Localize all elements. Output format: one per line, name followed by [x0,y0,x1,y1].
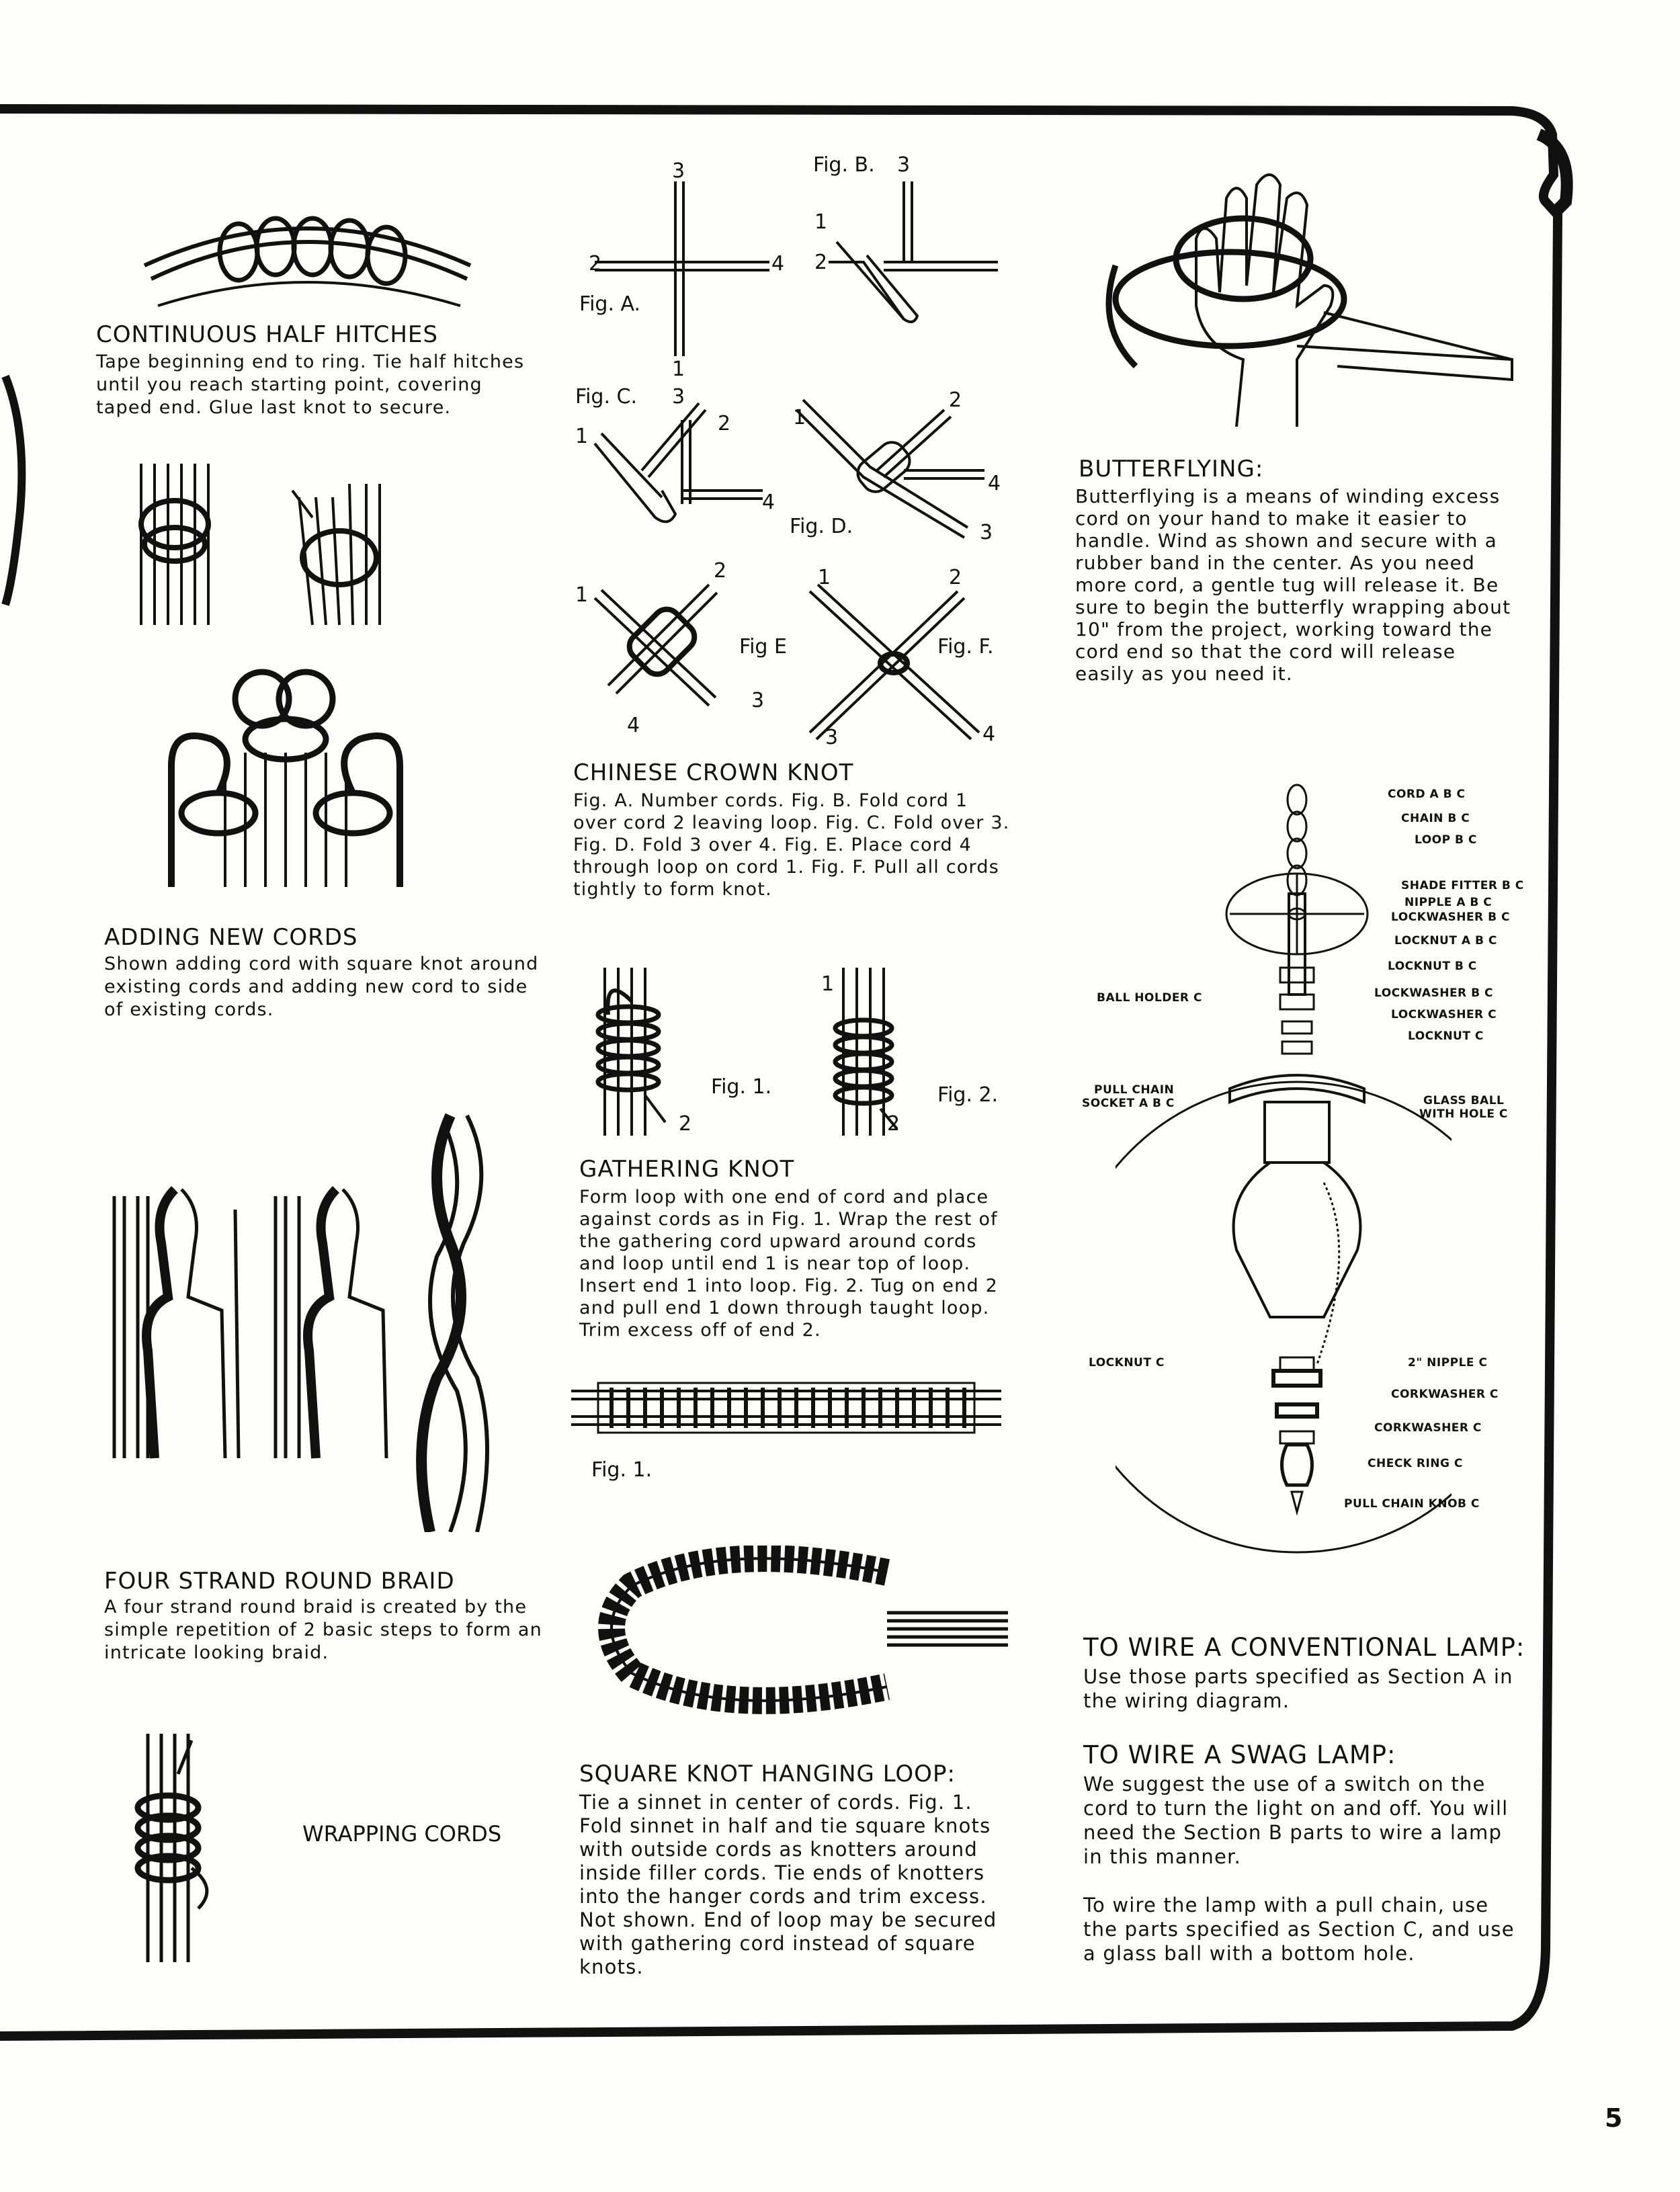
gathering-num-1: 1 [821,972,834,996]
page-number: 5 [1605,2103,1622,2133]
ccknot-b-num-3: 3 [897,153,910,177]
ccknot-e-num-3: 3 [751,689,764,712]
half-hitches-illustration [138,198,477,316]
chinese-crown-knot-illustration [568,155,1025,753]
ccknot-d-num-3: 3 [980,521,993,544]
adding-new-cords-text: Shown adding cord with square knot aroun… [104,953,551,1021]
ccknot-f-num-2: 2 [949,566,962,589]
gathering-fig-2-label: Fig. 2. [937,1083,998,1107]
chinese-crown-knot-text: Fig. A. Number cords. Fig. B. Fold cord … [573,790,1013,900]
wd-ball-holder-label: BALL HOLDER C [1097,991,1202,1005]
four-strand-braid-heading: FOUR STRAND ROUND BRAID [104,1568,455,1595]
ccknot-e-num-2: 2 [714,559,726,583]
fig-e-label: Fig E [739,635,787,659]
ccknot-f-num-1: 1 [818,566,831,589]
fig-f-label: Fig. F. [937,635,994,659]
wd-nipple-label: NIPPLE A B C [1404,896,1492,909]
chinese-crown-knot-heading: CHINESE CROWN KNOT [573,759,853,786]
wiring-diagram-illustration [1116,779,1452,1606]
ccknot-a-right-num: 4 [771,252,784,276]
butterflying-illustration [1102,158,1519,427]
ccknot-c-num-4: 4 [762,491,775,514]
wd-lockwasher-c-label: LOCKWASHER C [1391,1008,1497,1021]
wd-pull-chain-knob-label: PULL CHAIN KNOB C [1344,1497,1480,1511]
continuous-half-hitches-text: Tape beginning end to ring. Tie half hit… [96,351,543,419]
wd-corkwasher-1-label: CORKWASHER C [1391,1388,1499,1401]
wd-glass-ball-label-1: GLASS BALL [1423,1094,1504,1107]
ccknot-d-num-2: 2 [949,388,962,412]
ccknot-d-num-1: 1 [793,406,806,429]
square-knot-heading: SQUARE KNOT HANGING LOOP: [579,1761,956,1787]
ccknot-f-num-3: 3 [825,726,838,749]
wd-corkwasher-2-label: CORKWASHER C [1374,1421,1482,1435]
wd-cord-label: CORD A B C [1388,788,1465,801]
fig-a-label: Fig. A. [579,292,640,316]
ccknot-a-left-num: 2 [589,252,601,276]
wd-locknut-c-bottom-label: LOCKNUT C [1089,1356,1165,1369]
wd-shade-fitter-label: SHADE FITTER B C [1401,879,1524,892]
wrapping-cords-illustration [131,1734,218,1962]
ccknot-c-num-2: 2 [718,412,730,435]
ccknot-a-top-num: 3 [672,159,685,183]
wd-lockwasher-bc2-label: LOCKWASHER B C [1374,986,1493,1000]
fig-b-label: Fig. B. [813,153,875,177]
fig-d-label: Fig. D. [790,515,853,538]
gathering-knot-heading: GATHERING KNOT [579,1156,794,1183]
gathering-knot-text: Form loop with one end of cord and place… [579,1186,1019,1341]
wrapping-cords-label: WRAPPING CORDS [302,1821,501,1847]
gathering-num-2a: 2 [679,1112,691,1136]
wd-pull-chain-label-2: SOCKET A B C [1082,1097,1175,1110]
wd-glass-ball-label-2: WITH HOLE C [1419,1107,1508,1121]
ccknot-c-num-1: 1 [575,425,588,448]
ccknot-e-num-4: 4 [627,714,640,737]
gathering-num-2b: 2 [887,1112,900,1136]
sinnet-illustration [571,1378,1001,1438]
gathering-fig-1-label: Fig. 1. [711,1075,771,1099]
ccknot-c-num-3: 3 [672,385,685,409]
wd-check-ring-label: CHECK RING C [1368,1457,1463,1470]
butterflying-text: Butterflying is a means of winding exces… [1075,485,1515,685]
ccknot-e-num-1: 1 [575,583,588,607]
adding-new-cords-heading: ADDING NEW CORDS [104,924,358,951]
ccknot-d-num-4: 4 [988,472,1001,495]
wire-swag-text-1: We suggest the use of a switch on the co… [1083,1772,1527,1869]
wd-locknut-abc-label: LOCKNUT A B C [1394,934,1497,947]
ccknot-a-bottom-num: 1 [672,357,685,381]
square-knot-text: Tie a sinnet in center of cords. Fig. 1.… [579,1791,1019,1979]
wire-swag-heading: TO WIRE A SWAG LAMP: [1083,1740,1396,1769]
four-strand-braid-illustration [101,1109,504,1532]
fig-c-label: Fig. C. [575,385,637,409]
wd-nipple-2in-label: 2" NIPPLE C [1408,1356,1487,1369]
wd-locknut-bc-label: LOCKNUT B C [1388,960,1477,973]
continuous-half-hitches-heading: CONTINUOUS HALF HITCHES [96,321,438,348]
hanging-loop-illustration [591,1546,1008,1717]
ccknot-b-num-2: 2 [814,251,827,274]
wire-conventional-text: Use those parts specified as Section A i… [1083,1664,1527,1713]
adding-new-cords-illustration [131,457,447,894]
wd-lockwasher-bc1-label: LOCKWASHER B C [1391,911,1510,924]
square-knot-fig-1-label: Fig. 1. [591,1458,652,1482]
wire-conventional-heading: TO WIRE A CONVENTIONAL LAMP: [1083,1633,1525,1662]
ccknot-f-num-4: 4 [982,722,995,746]
gathering-knot-illustration [591,961,914,1142]
wd-chain-label: CHAIN B C [1401,812,1470,825]
four-strand-braid-text: A four strand round braid is created by … [104,1596,548,1664]
wd-pull-chain-label-1: PULL CHAIN [1094,1083,1174,1097]
ccknot-b-num-1: 1 [814,210,827,234]
butterflying-heading: BUTTERFLYING: [1079,456,1263,482]
wd-locknut-c-top-label: LOCKNUT C [1408,1029,1484,1043]
wire-swag-text-2: To wire the lamp with a pull chain, use … [1083,1893,1527,1966]
wd-loop-label: LOOP B C [1415,833,1477,847]
